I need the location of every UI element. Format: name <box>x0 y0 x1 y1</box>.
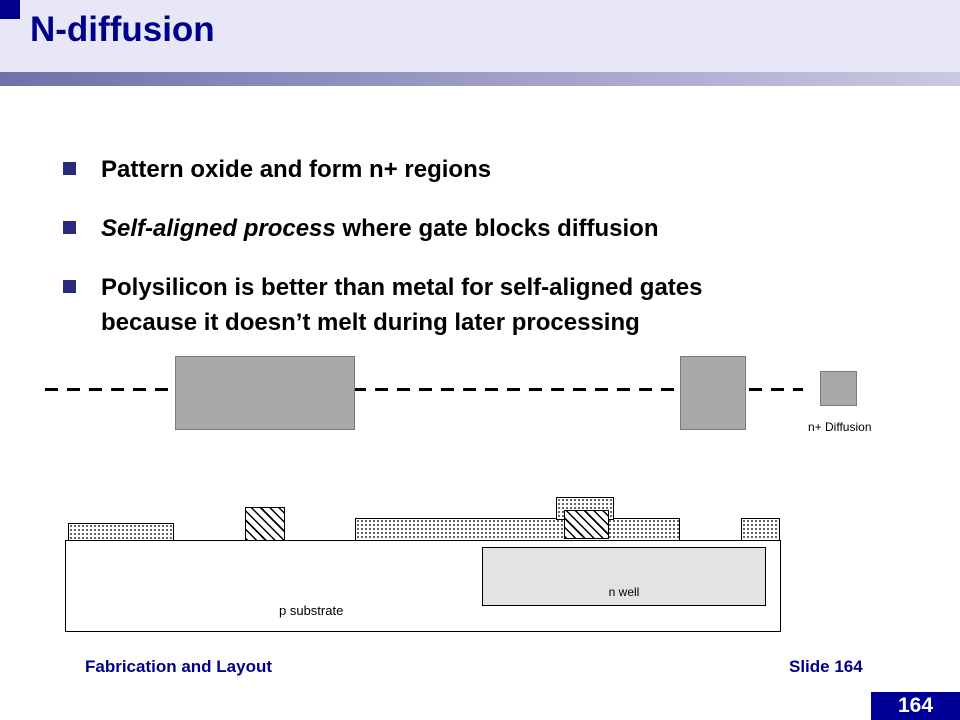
n-diffusion-legend-label: n+ Diffusion <box>808 420 872 434</box>
poly-gate-left <box>245 507 285 541</box>
n-diffusion-mask-left <box>175 356 355 430</box>
footer-slide-number: Slide 164 <box>789 657 863 676</box>
bullet-square-icon <box>63 162 76 175</box>
bullet-item: Polysilicon is better than metal for sel… <box>63 270 823 340</box>
title-divider-bar <box>0 72 960 86</box>
dashed-section-line <box>45 388 803 391</box>
oxide-layer-middle <box>355 518 680 541</box>
footer-course-title: Fabrication and Layout <box>85 657 273 676</box>
bullet-text: Pattern oxide and form n+ regions <box>101 156 492 183</box>
bullet-text-rest: where gate blocks diffusion <box>335 215 659 242</box>
bullet-list: Pattern oxide and form n+ regions Self-a… <box>63 152 823 364</box>
n-diffusion-mask-right <box>680 356 746 430</box>
bullet-text: Polysilicon is better than metal for sel… <box>101 274 703 336</box>
n-well-label: n well <box>608 585 640 599</box>
p-substrate-label: p substrate <box>279 603 344 618</box>
oxide-layer-left <box>68 523 174 541</box>
bullet-item: Pattern oxide and form n+ regions <box>63 152 823 187</box>
slide-title: N-diffusion <box>30 10 215 49</box>
oxide-layer-right <box>741 518 780 541</box>
bullet-square-icon <box>63 280 76 293</box>
n-well-rect: n well <box>482 547 766 606</box>
corner-accent-square <box>0 0 20 19</box>
bullet-text: Self-aligned process where gate blocks d… <box>101 211 773 246</box>
page-number-badge: 164 <box>871 692 960 720</box>
p-substrate-rect: n well p substrate <box>65 540 781 632</box>
bullet-item: Self-aligned process where gate blocks d… <box>63 211 823 246</box>
n-diffusion-legend-swatch <box>820 371 857 406</box>
bullet-text-italic: Self-aligned process <box>101 215 336 242</box>
title-bar <box>0 0 960 72</box>
bullet-square-icon <box>63 221 76 234</box>
poly-gate-right <box>564 510 609 539</box>
